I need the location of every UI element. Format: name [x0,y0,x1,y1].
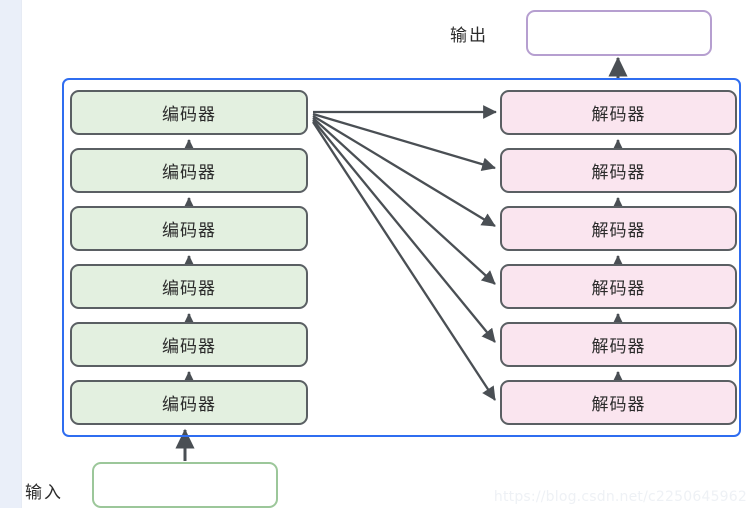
decoder-box-4[interactable]: 解码器 [500,264,737,309]
encoder-label-2: 编码器 [162,163,216,183]
input-box[interactable] [92,462,278,508]
encoder-box-2[interactable]: 编码器 [70,148,308,193]
output-box[interactable] [526,10,712,56]
decoder-box-2[interactable]: 解码器 [500,148,737,193]
decoder-label-3: 解码器 [591,221,646,241]
decoder-label-1: 解码器 [591,105,646,125]
csdn-watermark: https://blog.csdn.net/c2250645962 [493,489,747,505]
encoder-label-5: 编码器 [162,337,216,357]
page-gutter-rule [21,0,22,508]
decoder-box-6[interactable]: 解码器 [500,380,737,425]
decoder-label-2: 解码器 [591,163,646,183]
output-label: 输出 [450,26,488,46]
encoder-label-6: 编码器 [162,395,216,415]
decoder-label-6: 解码器 [591,395,646,415]
page-gutter-strip [0,0,21,508]
decoder-box-1[interactable]: 解码器 [500,90,737,135]
input-label: 输入 [25,483,63,503]
output-box-text [528,12,710,54]
encoder-box-5[interactable]: 编码器 [70,322,308,367]
decoder-label-4: 解码器 [591,279,646,299]
encoder-label-4: 编码器 [162,279,216,299]
input-box-text [94,464,276,506]
encoder-box-4[interactable]: 编码器 [70,264,308,309]
encoder-box-3[interactable]: 编码器 [70,206,308,251]
decoder-label-5: 解码器 [591,337,646,357]
encoder-label-3: 编码器 [162,221,216,241]
decoder-box-3[interactable]: 解码器 [500,206,737,251]
decoder-box-5[interactable]: 解码器 [500,322,737,367]
encoder-box-6[interactable]: 编码器 [70,380,308,425]
encoder-label-1: 编码器 [162,105,216,125]
encoder-decoder-container [62,78,741,437]
encoder-box-1[interactable]: 编码器 [70,90,308,135]
